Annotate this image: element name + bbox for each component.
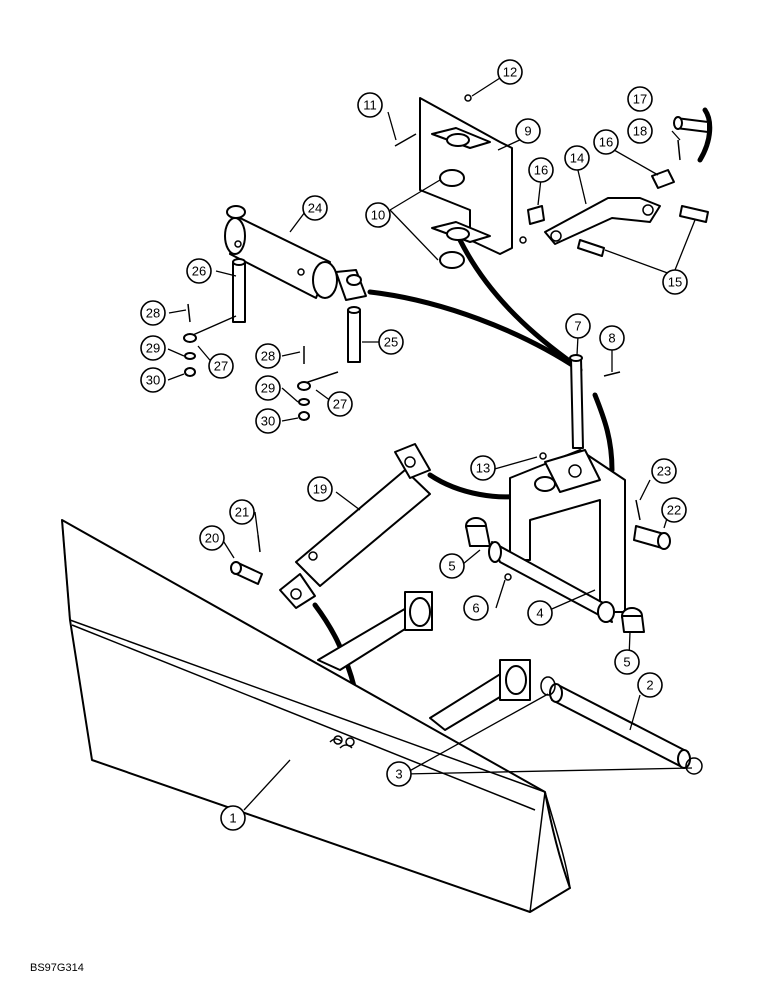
pivot-frame [465, 449, 645, 633]
callout-10: 10 [365, 202, 391, 228]
callout-14: 14 [564, 145, 590, 171]
callout-5b: 5 [614, 649, 640, 675]
callout-24-label: 24 [308, 201, 322, 216]
callout-27b: 27 [327, 391, 353, 417]
callout-22-label: 22 [667, 503, 681, 518]
callout-10-label: 10 [371, 208, 385, 223]
callout-27-label: 27 [333, 397, 347, 412]
callout-5-label: 5 [623, 655, 630, 670]
pin-22-and-cotter-23 [633, 499, 671, 550]
callout-28b: 28 [255, 343, 281, 369]
callout-14-label: 14 [570, 151, 584, 166]
callout-28-label: 28 [146, 306, 160, 321]
pin-and-cotter [230, 534, 263, 585]
callout-4: 4 [527, 600, 553, 626]
callouts: 1 2 3 4 5 5 6 7 8 9 10 11 12 13 14 15 16… [140, 59, 688, 831]
mounting-bracket [394, 94, 527, 269]
callout-19-label: 19 [313, 482, 327, 497]
callout-30b: 30 [255, 408, 281, 434]
callout-29-label: 29 [146, 341, 160, 356]
callout-28a: 28 [140, 300, 166, 326]
callout-3-label: 3 [395, 767, 402, 782]
lift-cylinder [279, 443, 431, 609]
callout-7-label: 7 [574, 319, 581, 334]
pivot-pin [540, 676, 703, 775]
callout-25-label: 25 [384, 335, 398, 350]
callout-13: 13 [470, 455, 496, 481]
callout-27-label: 27 [214, 359, 228, 374]
callout-16-label: 16 [534, 163, 548, 178]
callout-23: 23 [651, 458, 677, 484]
callout-22: 22 [661, 497, 687, 523]
callout-28-label: 28 [261, 349, 275, 364]
callout-17-label: 17 [633, 92, 647, 107]
callout-12: 12 [497, 59, 523, 85]
callout-29b: 29 [255, 375, 281, 401]
callout-29-label: 29 [261, 381, 275, 396]
callout-29a: 29 [140, 335, 166, 361]
callout-18-label: 18 [633, 124, 647, 139]
angle-cylinder [224, 205, 367, 301]
callout-26-label: 26 [192, 264, 206, 279]
callout-1: 1 [220, 805, 246, 831]
callout-26: 26 [186, 258, 212, 284]
callout-21: 21 [229, 499, 255, 525]
callout-6: 6 [463, 595, 489, 621]
cylinder-pin-hardware [183, 258, 361, 421]
callout-30-label: 30 [146, 373, 160, 388]
callout-8-label: 8 [608, 331, 615, 346]
callout-30-label: 30 [261, 414, 275, 429]
callout-25: 25 [378, 329, 404, 355]
callout-3: 3 [386, 761, 412, 787]
callout-20: 20 [199, 525, 225, 551]
callout-6-label: 6 [472, 601, 479, 616]
callout-16b: 16 [593, 129, 619, 155]
callout-15-label: 15 [668, 275, 682, 290]
callout-9-label: 9 [524, 124, 531, 139]
callout-21-label: 21 [235, 505, 249, 520]
hydraulic-hoses [312, 107, 713, 693]
callout-7: 7 [565, 313, 591, 339]
callout-27a: 27 [208, 353, 234, 379]
callout-11: 11 [357, 92, 383, 118]
callout-11-label: 11 [363, 98, 377, 113]
callout-16a: 16 [528, 157, 554, 183]
callout-16-label: 16 [599, 135, 613, 150]
pin-7 [539, 354, 621, 460]
callout-15: 15 [662, 269, 688, 295]
callout-12-label: 12 [503, 65, 517, 80]
callout-8: 8 [599, 325, 625, 351]
callout-30a: 30 [140, 367, 166, 393]
push-arms [317, 591, 531, 731]
callout-5a: 5 [439, 553, 465, 579]
callout-20-label: 20 [205, 531, 219, 546]
callout-24: 24 [302, 195, 328, 221]
callout-5-label: 5 [448, 559, 455, 574]
figure-code: BS97G314 [30, 962, 84, 974]
callout-2-label: 2 [646, 678, 653, 693]
callout-13-label: 13 [476, 461, 490, 476]
callout-18: 18 [627, 118, 653, 144]
dozer-blade [61, 519, 571, 913]
callout-4-label: 4 [536, 606, 543, 621]
callout-17: 17 [627, 86, 653, 112]
callout-1-label: 1 [229, 811, 236, 826]
link-14 [527, 116, 709, 257]
callout-2: 2 [637, 672, 663, 698]
callout-9: 9 [515, 118, 541, 144]
callout-23-label: 23 [657, 464, 671, 479]
callout-19: 19 [307, 476, 333, 502]
